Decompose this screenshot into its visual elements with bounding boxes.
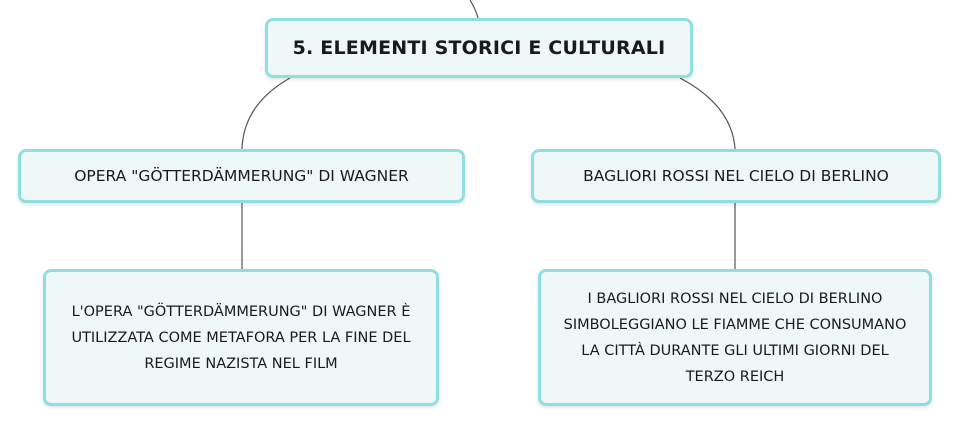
connector-incoming [469,0,479,19]
connector-root-to-left [241,77,291,150]
branch-topic-berlin[interactable]: BAGLIORI ROSSI NEL CIELO DI BERLINO [531,149,941,203]
detail-topic-wagner[interactable]: L'OPERA "GÖTTERDÄMMERUNG" DI WAGNER È UT… [43,269,439,406]
detail-topic-text: I BAGLIORI ROSSI NEL CIELO DI BERLINO SI… [563,290,907,385]
branch-topic-label: BAGLIORI ROSSI NEL CIELO DI BERLINO [583,167,889,185]
root-topic-label: 5. ELEMENTI STORICI E CULTURALI [292,37,666,59]
connector-root-to-right [679,77,736,150]
root-topic[interactable]: 5. ELEMENTI STORICI E CULTURALI [265,18,693,78]
branch-topic-wagner[interactable]: OPERA "GÖTTERDÄMMERUNG" DI WAGNER [18,149,465,203]
detail-topic-text: L'OPERA "GÖTTERDÄMMERUNG" DI WAGNER È UT… [71,303,411,372]
detail-topic-berlin[interactable]: I BAGLIORI ROSSI NEL CIELO DI BERLINO SI… [538,269,932,406]
branch-topic-label: OPERA "GÖTTERDÄMMERUNG" DI WAGNER [74,167,409,185]
